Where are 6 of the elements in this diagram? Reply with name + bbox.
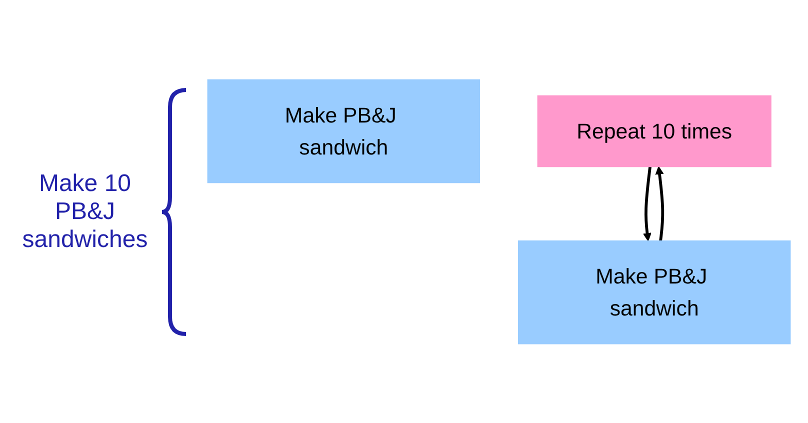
- bracket-label: Make 10 PB&J sandwiches: [21, 170, 149, 254]
- arrow: [655, 166, 664, 241]
- arrow: [642, 166, 652, 241]
- node-box: Make PB&J sandwich: [518, 240, 791, 344]
- node-box: Repeat 10 times: [537, 95, 772, 167]
- node-box: Make PB&J sandwich: [207, 79, 480, 183]
